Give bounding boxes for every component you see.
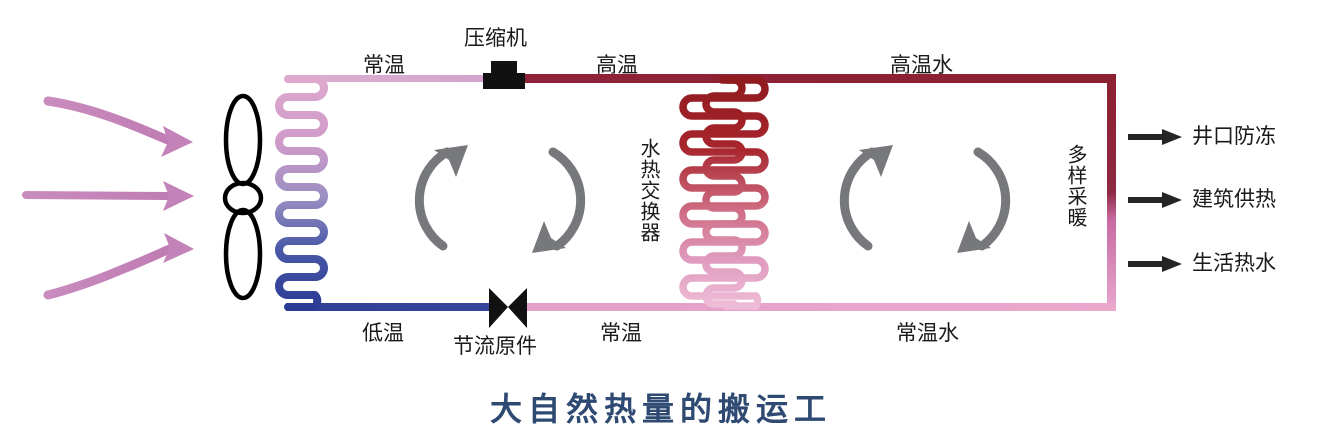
label-diverse-heating: 多样采暖 (1064, 144, 1088, 228)
pipe-right-vertical (1107, 74, 1116, 309)
label-throttle: 节流原件 (453, 334, 537, 358)
throttle-valve-icon (489, 288, 527, 328)
pipe-bottom-warm (520, 303, 1116, 311)
airflow-arrow-icon (22, 181, 194, 211)
pipe-top-hot (500, 74, 1115, 83)
label-top-mid-temp: 高温 (596, 53, 638, 77)
pipe-top-warm (286, 75, 501, 82)
water-heat-exchanger-coil (679, 76, 769, 310)
output-label-1: 建筑供热 (1192, 187, 1276, 211)
fan-icon (222, 93, 264, 301)
airflow-arrow-icon (43, 96, 193, 157)
page-title: 大自然热量的搬运工 (489, 390, 832, 428)
airflow-arrow-icon (43, 233, 194, 300)
output-arrow-icon (1128, 192, 1182, 208)
label-bottom-right-temp: 常温水 (896, 321, 959, 345)
label-bottom-left-temp: 低温 (362, 321, 404, 345)
output-arrow-icon (1128, 256, 1182, 272)
compressor-icon (483, 61, 525, 89)
evaporator-coil (275, 75, 328, 311)
water-heat-exchanger-coil-inner (702, 76, 746, 308)
label-top-left-temp: 常温 (363, 53, 405, 77)
label-top-right-temp: 高温水 (890, 53, 953, 77)
output-label-0: 井口防冻 (1192, 124, 1276, 148)
label-bottom-mid-temp: 常温 (600, 321, 642, 345)
output-arrow-icon (1128, 129, 1182, 145)
circulation-arrow-icon (839, 145, 1011, 253)
output-label-2: 生活热水 (1192, 251, 1276, 275)
pipe-bottom-cold (286, 303, 492, 311)
label-compressor: 压缩机 (464, 26, 527, 50)
circulation-arrow-icon (414, 145, 586, 253)
label-heat-exchanger: 水热交换器 (637, 138, 661, 243)
